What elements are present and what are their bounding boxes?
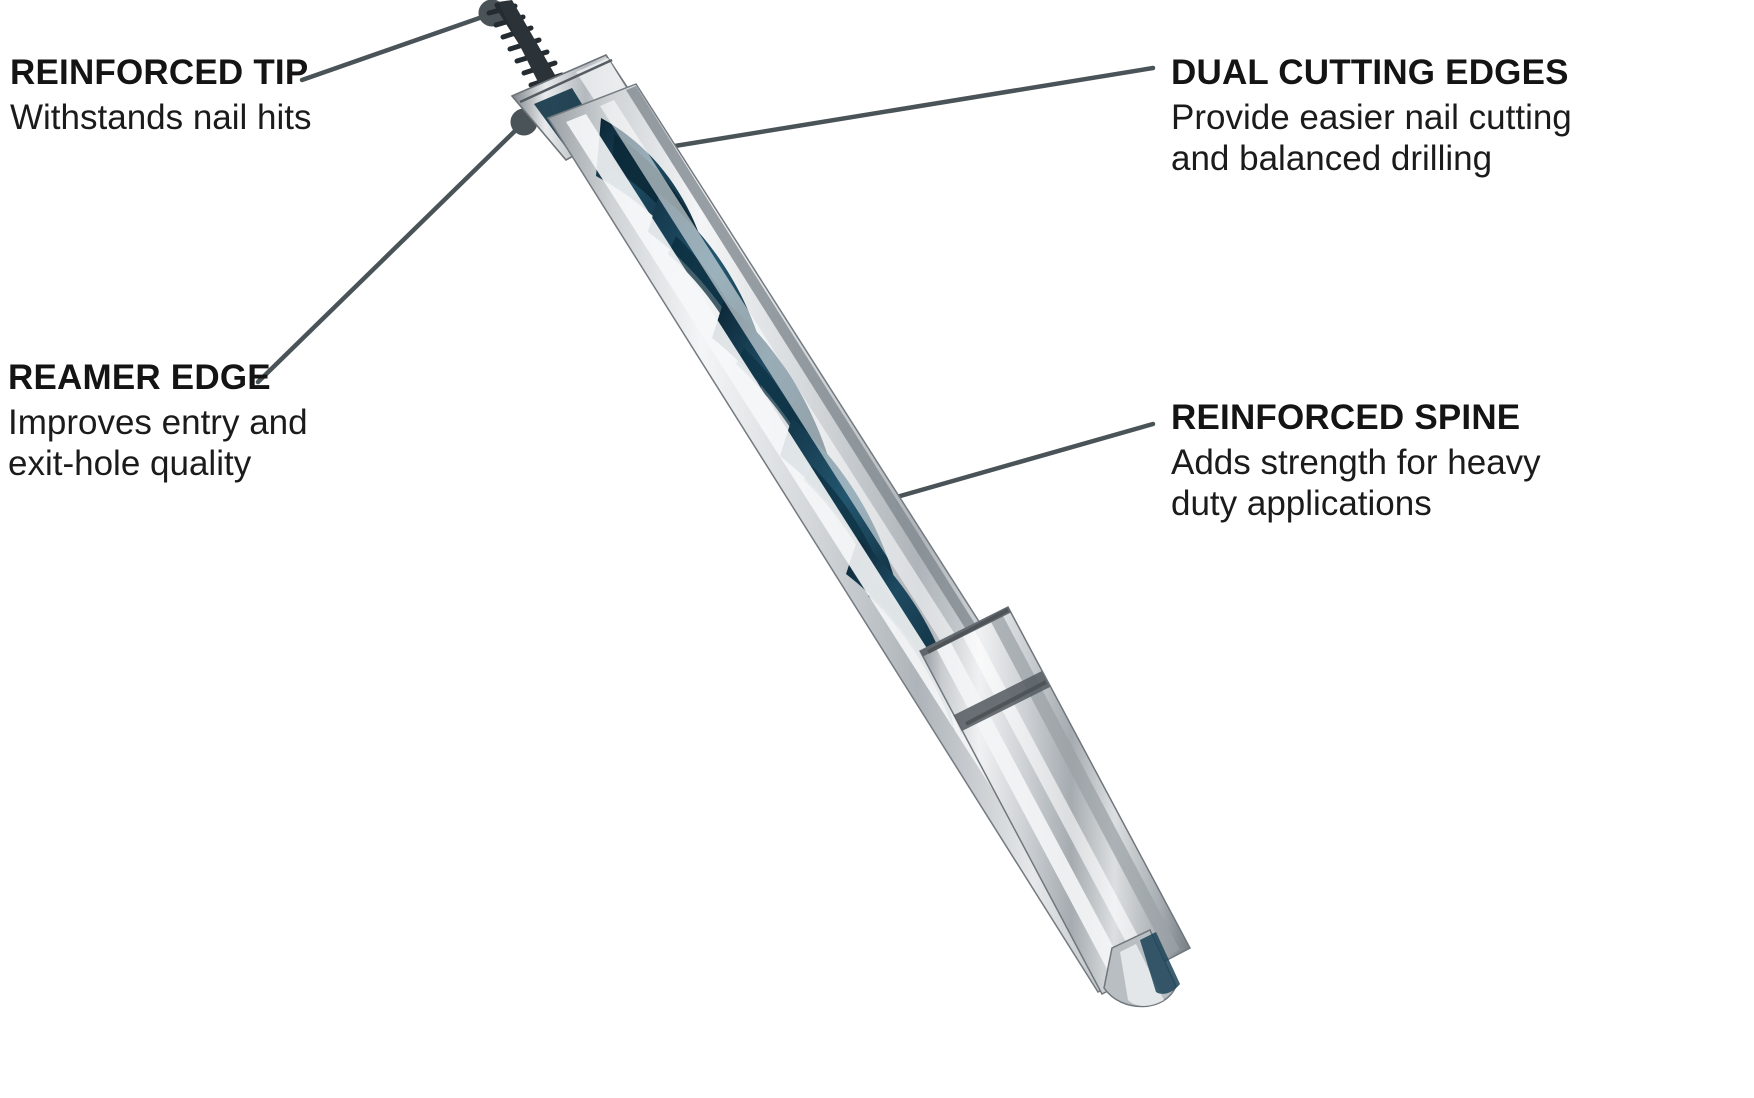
leader-line-reamer-edge	[255, 123, 523, 385]
callout-line: Provide easier nail cutting	[1171, 98, 1572, 137]
callout-body-reinforced-tip: Withstands nail hits	[10, 97, 312, 138]
leader-line-dual-cutting-edges	[635, 65, 1156, 155]
callout-title-reinforced-tip: REINFORCED TIP	[10, 53, 309, 92]
flute-2h	[668, 236, 762, 392]
flute-1b	[612, 134, 716, 292]
leader-line-reinforced-tip	[299, 12, 491, 83]
callout-line: Improves entry and	[8, 403, 308, 442]
callout-reamer-edge: REAMER EDGE Improves entry and exit-hole…	[8, 360, 308, 485]
callout-body-dual-cutting-edges: Provide easier nail cutting and balanced…	[1171, 97, 1572, 180]
callout-line: duty applications	[1171, 484, 1432, 524]
shank-groove-1	[927, 608, 1009, 654]
callout-line: Withstands nail hits	[10, 98, 312, 137]
callout-line: and balanced drilling	[1171, 139, 1493, 179]
callout-line: exit-hole quality	[8, 444, 252, 484]
shank-facet-2	[962, 629, 1154, 972]
callout-title-reinforced-spine: REINFORCED SPINE	[1171, 398, 1521, 437]
callout-reinforced-spine: REINFORCED SPINE Adds strength for heavy…	[1171, 400, 1541, 525]
drill-bit-body	[486, 0, 1192, 1008]
shank-end-cap-highlight	[1120, 944, 1164, 1006]
shank-facet-3	[990, 614, 1180, 956]
shank-end-cap-teal	[1140, 932, 1180, 994]
callout-dual-cutting-edges: DUAL CUTTING EDGES Provide easier nail c…	[1171, 55, 1572, 180]
callout-reinforced-tip: REINFORCED TIP Withstands nail hits	[10, 55, 312, 138]
callout-body-reamer-edge: Improves entry and exit-hole quality	[8, 402, 308, 485]
cutting-edge-line	[519, 58, 613, 104]
leader-line-reinforced-spine	[869, 421, 1156, 507]
shank-facet-1	[936, 641, 1130, 986]
callout-title-dual-cutting-edges: DUAL CUTTING EDGES	[1171, 53, 1569, 92]
callout-body-reinforced-spine: Adds strength for heavy duty application…	[1171, 442, 1541, 525]
callout-title-reamer-edge: REAMER EDGE	[8, 358, 271, 397]
screw-tip-core	[498, 0, 566, 102]
callout-line: Adds strength for heavy	[1171, 443, 1541, 482]
shank-groove-2	[965, 680, 1047, 726]
